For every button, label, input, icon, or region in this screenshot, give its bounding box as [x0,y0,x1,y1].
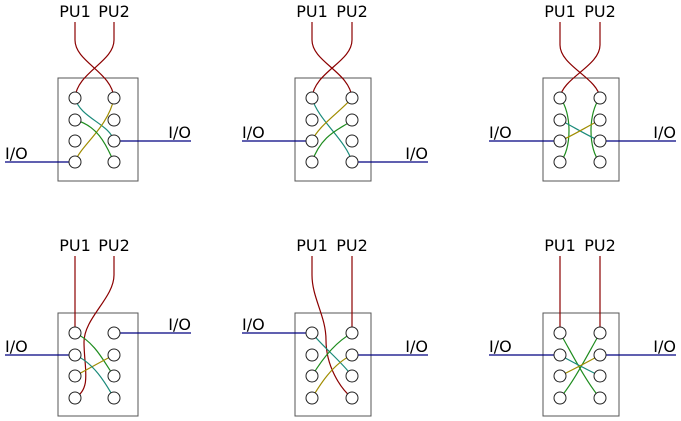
pu1-wire [74,22,115,99]
pu2-wire [74,22,115,99]
io-right-label: I/O [653,123,676,142]
pin-terminal [107,369,121,383]
pu2-label: PU2 [336,236,368,255]
pin-terminal [553,134,567,148]
pin-terminal [305,326,319,340]
pin-terminal [593,113,607,127]
pu2-label: PU2 [336,2,368,21]
pin-terminal [305,134,319,148]
pin-terminal [553,369,567,383]
pin-terminal [345,113,359,127]
io-right-label: I/O [168,123,191,142]
pu2-label: PU2 [584,2,616,21]
pin-terminal [553,326,567,340]
pin-terminal [345,326,359,340]
pin-terminal [305,391,319,405]
switch-box [294,77,372,182]
io-left-label: I/O [489,123,512,142]
pin-terminal [345,134,359,148]
switch-panel-3: PU1 PU2 I/O I/O [489,2,676,182]
pin-terminal [68,391,82,405]
io-right-label: I/O [405,144,428,163]
pin-terminal [553,348,567,362]
pu2-wire [559,22,601,99]
pin-terminal [68,155,82,169]
switch-panel-4: PU1 PU2 I/O I/O [5,236,191,417]
pin-terminal [305,91,319,105]
pin-terminal [345,369,359,383]
pin-terminal [107,326,121,340]
pu1-wire [311,22,353,99]
pin-terminal [553,391,567,405]
switch-panel-5: PU1 PU2 I/O I/O [242,236,428,417]
io-right-label: I/O [168,315,191,334]
pin-terminal [593,155,607,169]
pin-terminal [107,134,121,148]
io-left-label: I/O [242,123,265,142]
pu1-label: PU1 [59,2,91,21]
pin-terminal [305,155,319,169]
pin-terminal [593,91,607,105]
pin-terminal [345,91,359,105]
pin-terminal [593,134,607,148]
pin-terminal [107,91,121,105]
pin-terminal [305,369,319,383]
io-left-label: I/O [242,315,265,334]
pin-terminal [107,391,121,405]
pin-terminal [593,326,607,340]
pin-terminal [345,155,359,169]
pu2-wire [311,22,353,99]
pu2-label: PU2 [98,2,130,21]
io-left-label: I/O [5,144,28,163]
pin-terminal [593,348,607,362]
switch-panel-1: PU1 PU2 I/O I/O [5,2,191,182]
pin-terminal [107,113,121,127]
pin-terminal [68,91,82,105]
pin-terminal [553,91,567,105]
pin-terminal [553,113,567,127]
io-right-label: I/O [405,337,428,356]
switch-box [542,77,620,182]
switch-panel-2: PU1 PU2 I/O I/O [242,2,428,182]
pu2-label: PU2 [98,236,130,255]
pin-terminal [68,113,82,127]
pu1-label: PU1 [296,236,328,255]
pin-terminal [68,134,82,148]
pu1-wire [311,256,353,399]
pin-terminal [107,348,121,362]
pu1-label: PU1 [544,2,576,21]
pin-terminal [593,391,607,405]
pin-terminal [107,155,121,169]
pin-terminal [345,391,359,405]
pu1-label: PU1 [296,2,328,21]
pin-terminal [305,113,319,127]
pin-terminal [68,369,82,383]
switch-panel-6: PU1 PU2 I/O I/O [489,236,676,417]
pu1-wire [559,22,601,99]
pin-terminal [68,326,82,340]
pin-terminal [305,348,319,362]
io-right-label: I/O [653,337,676,356]
pu2-label: PU2 [584,236,616,255]
pin-terminal [68,348,82,362]
io-left-label: I/O [489,337,512,356]
pin-terminal [593,369,607,383]
pu2-wire [74,256,115,399]
pin-terminal [345,348,359,362]
pu1-label: PU1 [59,236,91,255]
pin-terminal [553,155,567,169]
io-left-label: I/O [5,337,28,356]
pu1-label: PU1 [544,236,576,255]
